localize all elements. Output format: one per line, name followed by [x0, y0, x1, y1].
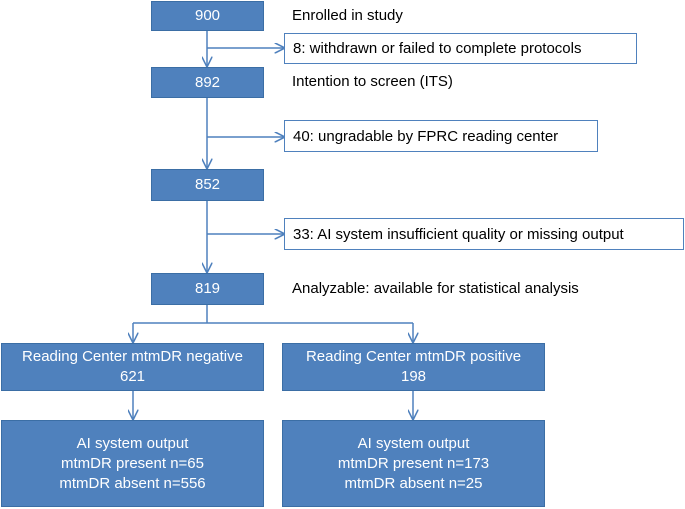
positive-title: Reading Center mtmDR positive: [305, 348, 522, 365]
positive-output-title: AI system output: [357, 434, 470, 452]
negative-count: 621: [119, 368, 146, 385]
box-gradable-count: 852: [151, 169, 264, 201]
analyzable-count: 819: [194, 280, 221, 297]
ungradable-text: 40: ungradable by FPRC reading center: [293, 127, 559, 145]
negative-output-absent: mtmDR absent n=556: [59, 474, 206, 492]
box-negative-ai-output: AI system output mtmDR present n=65 mtmD…: [1, 420, 264, 507]
box-withdrawn: 8: withdrawn or failed to complete proto…: [284, 33, 637, 64]
analyzable-label: Analyzable: available for statistical an…: [292, 280, 579, 297]
box-positive-ai-output: AI system output mtmDR present n=173 mtm…: [282, 420, 545, 507]
box-ai-excluded: 33: AI system insufficient quality or mi…: [284, 218, 684, 250]
box-enrolled-count: 900: [151, 1, 264, 31]
box-ungradable: 40: ungradable by FPRC reading center: [284, 120, 598, 152]
gradable-count: 852: [194, 176, 221, 193]
its-label: Intention to screen (ITS): [292, 73, 453, 90]
enrolled-label: Enrolled in study: [292, 7, 403, 24]
box-its-count: 892: [151, 67, 264, 98]
box-analyzable-count: 819: [151, 273, 264, 305]
ai-excluded-text: 33: AI system insufficient quality or mi…: [293, 225, 624, 243]
its-count: 892: [194, 73, 221, 91]
positive-count: 198: [400, 368, 427, 385]
box-reading-center-positive: Reading Center mtmDR positive 198: [282, 343, 545, 391]
negative-output-present: mtmDR present n=65: [61, 454, 204, 472]
box-reading-center-negative: Reading Center mtmDR negative 621: [1, 343, 264, 391]
negative-output-title: AI system output: [76, 434, 189, 452]
negative-title: Reading Center mtmDR negative: [22, 348, 243, 365]
withdrawn-text: 8: withdrawn or failed to complete proto…: [293, 40, 582, 57]
positive-output-present: mtmDR present n=173: [337, 454, 490, 472]
positive-output-absent: mtmDR absent n=25: [344, 474, 483, 492]
enrolled-count: 900: [194, 7, 221, 24]
